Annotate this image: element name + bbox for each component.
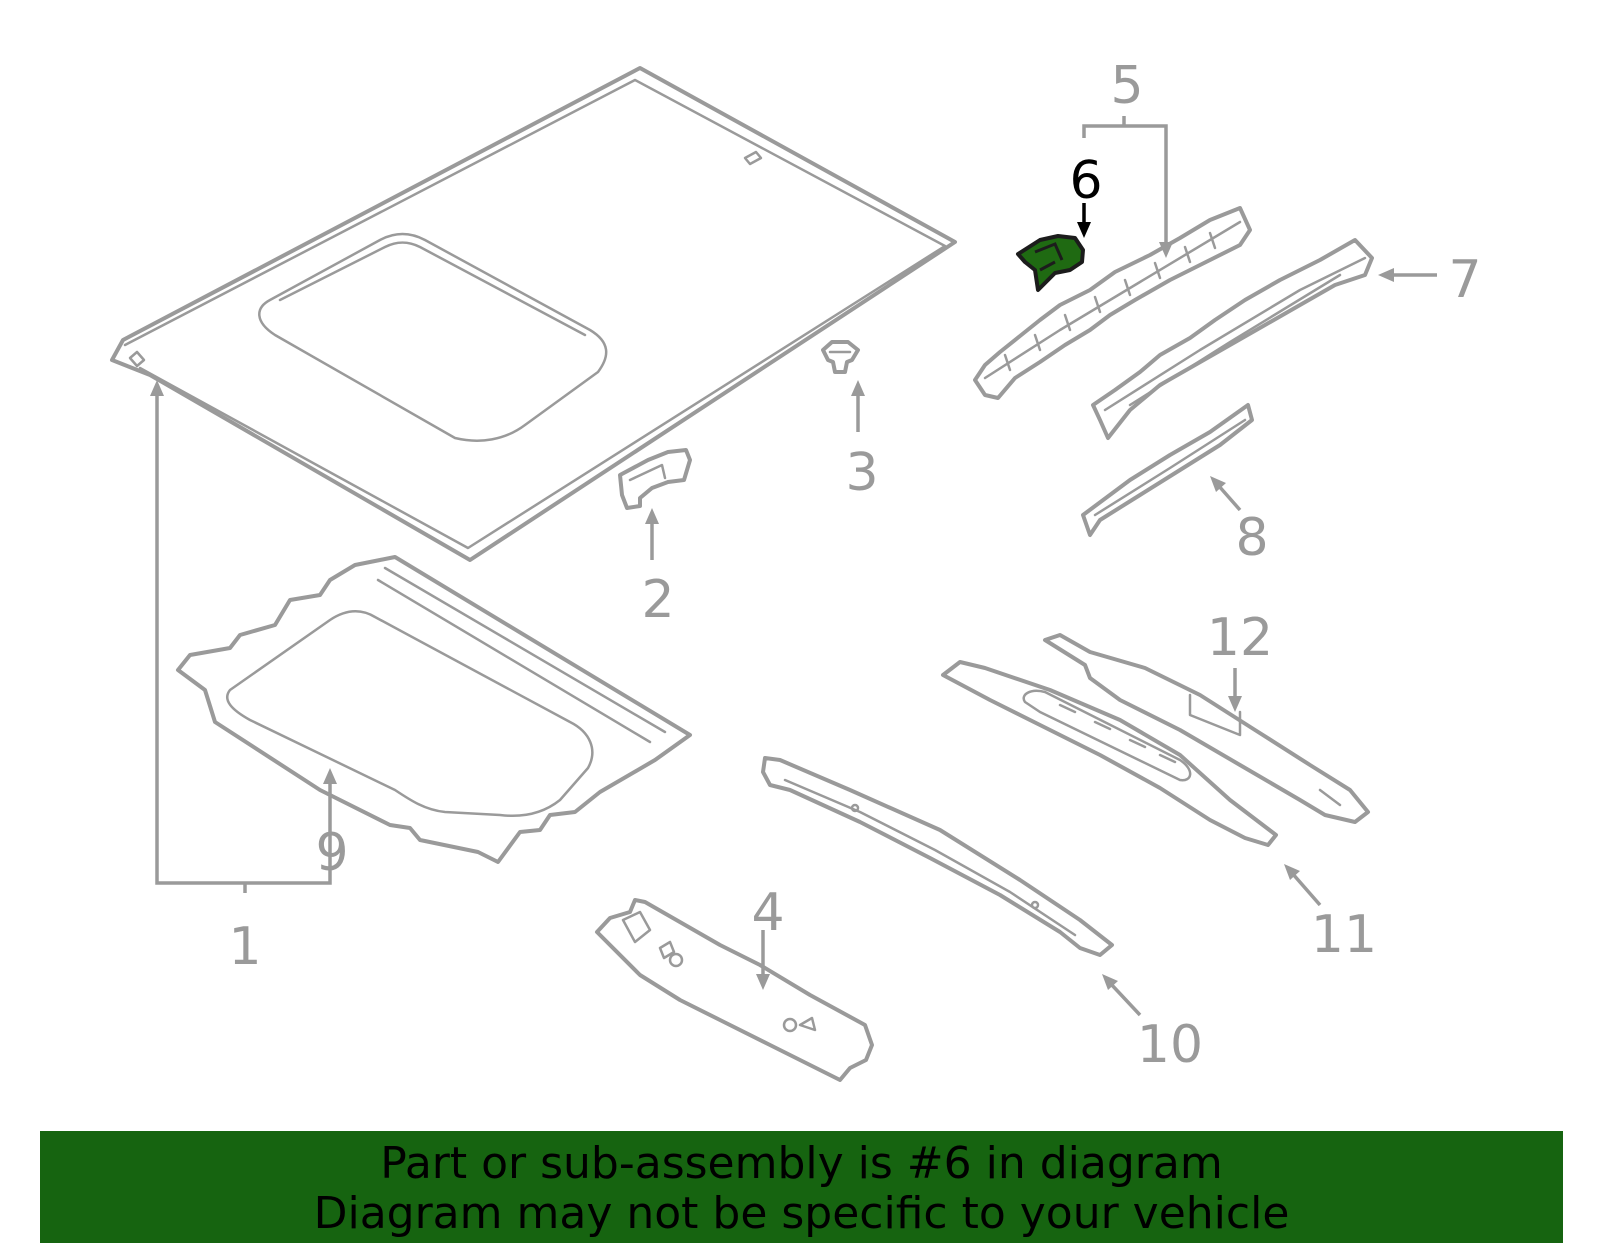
callout-2: 2 — [641, 570, 674, 630]
roof-bow-10[interactable] — [761, 756, 1114, 957]
banner-line-part-number: Part or sub-assembly is #6 in diagram — [380, 1138, 1223, 1189]
banner-line-disclaimer: Diagram may not be specific to your vehi… — [313, 1188, 1290, 1239]
roof-side-rail[interactable] — [1091, 238, 1374, 440]
leader-lines — [150, 116, 1437, 1017]
info-banner: Part or sub-assembly is #6 in diagram Di… — [40, 1131, 1563, 1243]
roof-rail-assembly[interactable] — [973, 206, 1252, 400]
banner-background — [40, 1131, 1563, 1243]
callout-11: 11 — [1311, 905, 1377, 965]
reinforcement-rail[interactable] — [1081, 403, 1254, 537]
callout-8: 8 — [1235, 508, 1268, 568]
sunroof-frame[interactable] — [176, 555, 692, 864]
highlighted-part-6[interactable] — [1016, 234, 1085, 292]
roof-panel[interactable] — [110, 66, 957, 562]
callout-labels: 1 2 3 4 5 6 7 8 9 10 11 12 — [228, 56, 1481, 1075]
callout-3: 3 — [845, 443, 878, 503]
roof-bow-12[interactable] — [1043, 633, 1370, 824]
callout-12: 12 — [1207, 608, 1273, 668]
callout-7: 7 — [1448, 250, 1481, 310]
callout-9: 9 — [315, 823, 348, 883]
clip[interactable] — [821, 340, 860, 374]
callout-10: 10 — [1137, 1015, 1203, 1075]
callout-6: 6 — [1069, 151, 1102, 211]
bracket[interactable] — [618, 448, 692, 510]
callout-5: 5 — [1110, 56, 1143, 116]
front-header-panel[interactable] — [595, 898, 874, 1082]
callout-1: 1 — [228, 917, 261, 977]
callout-4: 4 — [751, 883, 784, 943]
roof-bow-11[interactable] — [941, 660, 1278, 847]
